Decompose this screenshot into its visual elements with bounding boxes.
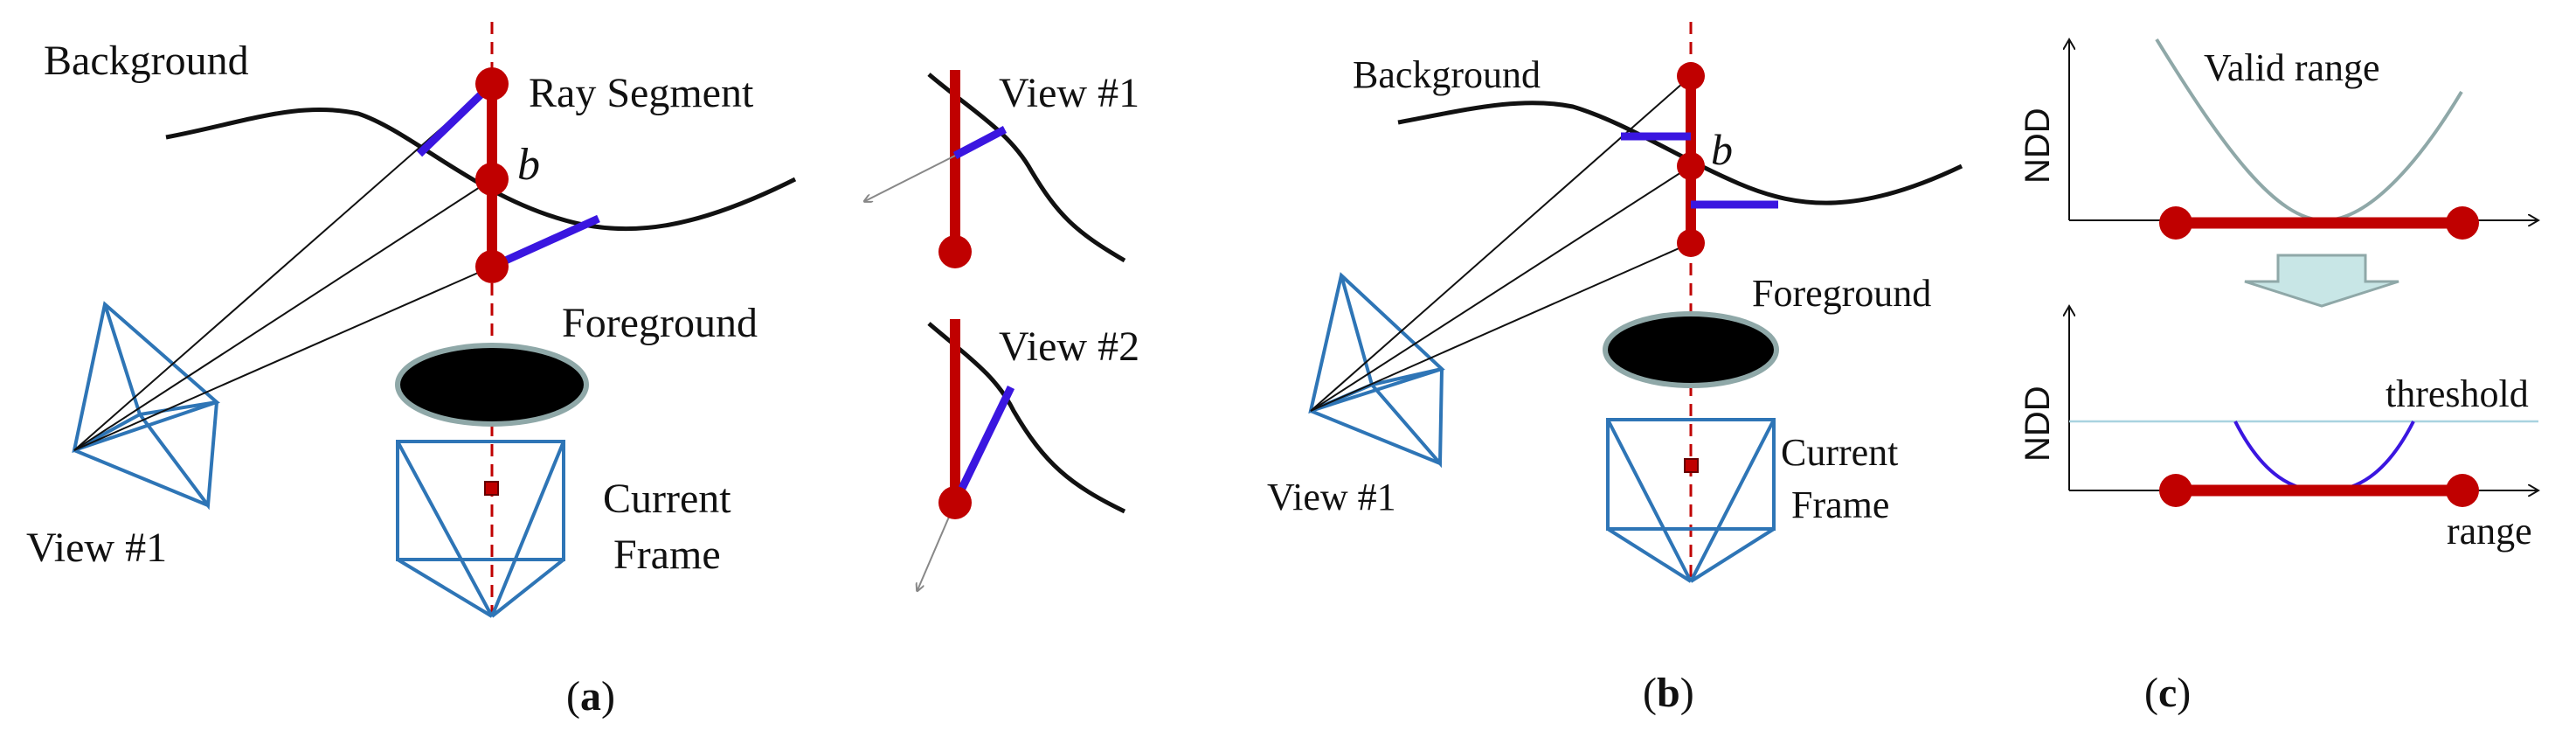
transition-arrow <box>2244 254 2399 308</box>
bottom-ndd-curve <box>2233 421 2415 494</box>
threshold-label: threshold <box>2386 372 2529 415</box>
panel-b: Background b Foreground Current Frame Vi… <box>1267 22 1963 716</box>
sample-points-b <box>1677 62 1705 257</box>
caption-a: (a) <box>566 673 615 720</box>
camera-view1-a <box>72 301 220 511</box>
camera-rays-b <box>1310 75 1692 412</box>
view1-label-a: View #1 <box>26 525 167 571</box>
panel-a: Background Ray Segment b Foreground Curr… <box>26 22 1139 720</box>
caption-c: (c) <box>2144 670 2191 716</box>
current-frame-camera-b <box>1606 418 1776 583</box>
current-frame-label-line2-b: Frame <box>1791 483 1889 526</box>
view1-label-b: View #1 <box>1267 476 1396 518</box>
current-frame-label-line2-a: Frame <box>613 532 721 578</box>
foreground-label-b: Foreground <box>1752 272 1931 315</box>
inset-view2-label: View #2 <box>999 323 1139 370</box>
current-frame-label-line1-b: Current <box>1781 431 1898 474</box>
distance-segments-a <box>416 80 600 271</box>
current-frame-label-line1-a: Current <box>603 476 731 522</box>
caption-b: (b) <box>1643 670 1694 716</box>
valid-range-label: Valid range <box>2204 46 2380 89</box>
bottom-range-end-point <box>2446 474 2479 507</box>
foreground-object-a <box>395 343 589 427</box>
foreground-object-b <box>1603 311 1779 388</box>
distance-segments-b <box>1621 132 1778 209</box>
b-label-b: b <box>1711 125 1733 174</box>
foreground-label-a: Foreground <box>562 300 758 346</box>
top-range-start-point <box>2159 206 2192 240</box>
current-frame-camera-a <box>396 440 565 618</box>
b-label-a: b <box>517 140 540 190</box>
inset-view1-label: View #1 <box>999 70 1139 116</box>
bottom-ndd-label: NDD <box>2019 386 2057 462</box>
panel-c: NDD Valid range NDD threshold range (c) <box>2019 39 2538 716</box>
background-label-a: Background <box>44 38 249 84</box>
range-label: range <box>2447 510 2532 553</box>
current-frame-center-b <box>1684 458 1699 473</box>
inset-view1: View #1 <box>865 70 1139 268</box>
ray-segment-label: Ray Segment <box>529 70 754 116</box>
top-range-end-point <box>2446 206 2479 240</box>
sample-points-a <box>475 67 509 283</box>
bottom-range-start-point <box>2159 474 2192 507</box>
background-surface-a <box>165 107 797 232</box>
background-label-b: Background <box>1353 53 1541 96</box>
inset-view2: View #2 <box>918 319 1139 590</box>
background-surface-b <box>1397 101 1963 205</box>
top-ndd-label: NDD <box>2019 108 2057 184</box>
current-frame-center-a <box>484 481 499 496</box>
camera-rays-a <box>73 83 493 451</box>
